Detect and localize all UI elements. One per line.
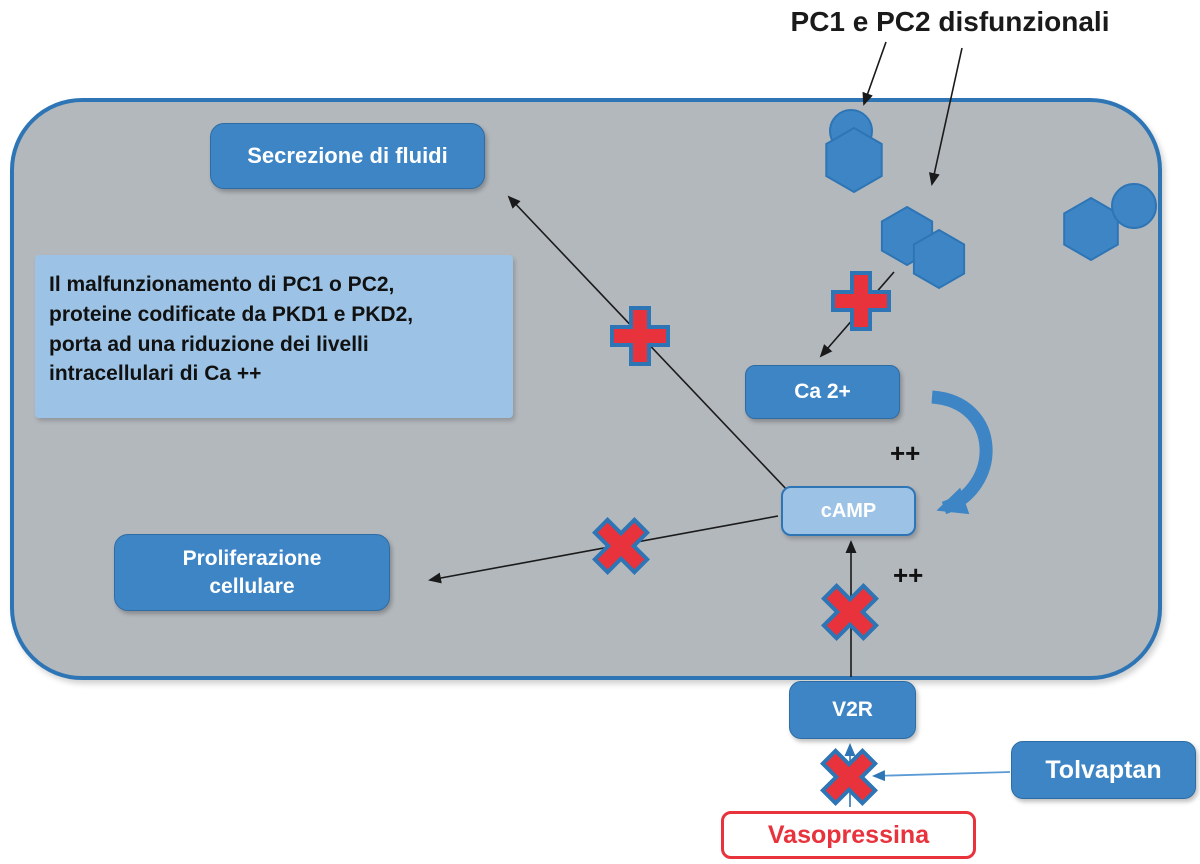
camp-box: cAMP [781, 486, 916, 536]
plusplus-v2r-label: ++ [893, 560, 924, 590]
cross-symbol-proliferazione-icon [592, 517, 650, 575]
protein-hexagon-3-icon [912, 228, 966, 290]
malfunzionamento-info-box: Il malfunzionamento di PC1 o PC2, protei… [35, 255, 513, 418]
secrezione-di-fluidi-box: Secrezione di fluidi [210, 123, 485, 189]
proliferazione-cellulare-box: Proliferazione cellulare [114, 534, 390, 611]
tolvaptan-box: Tolvaptan [1011, 741, 1196, 799]
ca2-box: Ca 2+ [745, 365, 900, 419]
plusplus-ca-label: ++ [890, 438, 921, 468]
protein-hexagon-4-icon [1063, 196, 1119, 262]
plus-symbol-proteins-icon [831, 271, 891, 331]
v2r-box: V2R [789, 681, 916, 739]
cross-symbol-v2r-camp-icon [821, 583, 879, 641]
protein-hexagon-1-icon [825, 126, 883, 194]
curved-arrow-ca-to-camp [931, 390, 993, 515]
plus-symbol-secrezione-icon [610, 306, 670, 366]
arrow-title-to-protein-1 [862, 41, 887, 106]
diagram-title: PC1 e PC2 disfunzionali [790, 6, 1110, 37]
line-tolvaptan-to-block [872, 770, 1011, 782]
pc1-pc2-protein-shapes [825, 109, 1157, 290]
arrow-title-to-protein-2 [928, 47, 963, 186]
vasopressina-box: Vasopressina [721, 811, 976, 859]
protein-circle-2-icon [1111, 183, 1157, 229]
cross-symbol-vasopressina-icon [820, 748, 878, 806]
